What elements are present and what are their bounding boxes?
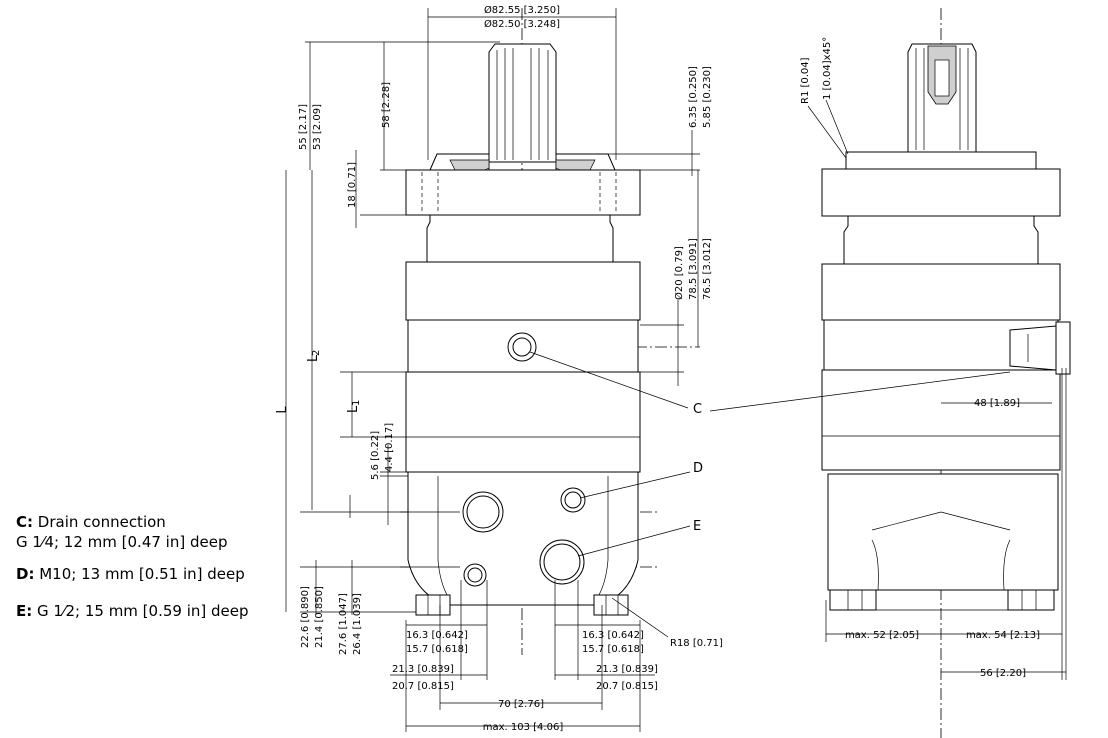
legend-e: E: G 1⁄2; 15 mm [0.59 in] deep [16,601,249,621]
dim-20-7-left: 20.7 [0.815] [392,681,454,692]
dim-21-3-right: 21.3 [0.839] [596,664,658,675]
dim-4-4: 4.4 [0.17] [384,423,395,472]
dim-dia-20: Ø20 [0.79] [673,246,685,300]
dim-15-7-left: 15.7 [0.618] [406,644,468,655]
legend-e-text: G 1⁄2; 15 mm [0.59 in] deep [37,602,249,620]
dim-26-4: 26.4 [1.039] [352,593,363,655]
label-E-callout: E [693,519,701,534]
dim-18: 18 [0.71] [347,162,358,208]
dim-16-3-right: 16.3 [0.642] [582,630,644,641]
dim-dia-top-1: Ø82.55 [3.250] [484,4,560,16]
splined-shaft [488,43,557,163]
dim-6-35: 6.35 [0.250] [688,66,699,128]
label-L2: L [306,354,321,362]
side-view: R1 [0.04] 1 [0.04]x45° 48 [1.89] max. 52… [709,8,1071,738]
label-L2-sub: 2 [311,350,322,356]
legend-c-line1: Drain connection [37,513,166,531]
legend-d: D: M10; 13 mm [0.51 in] deep [16,564,245,584]
dim-max-103: max. 103 [4.06] [483,722,564,733]
label-L: L [275,406,290,414]
dim-56: 56 [2.20] [980,668,1026,679]
legend-d-key: D: [16,565,35,583]
dim-53: 53 [2.09] [312,104,323,150]
dim-78-5: 78.5 [3.091] [688,238,699,300]
dim-20-7-right: 20.7 [0.815] [596,681,658,692]
dim-5-85: 5.85 [0.230] [702,66,713,128]
dim-r18: R18 [0.71] [670,638,723,649]
dim-76-5: 76.5 [3.012] [702,238,713,300]
dim-55: 55 [2.17] [298,104,309,150]
dim-21-4: 21.4 [0.850] [314,586,325,648]
dim-chamfer: 1 [0.04]x45° [822,37,833,100]
dim-16-3-left: 16.3 [0.642] [406,630,468,641]
dim-21-3-left: 21.3 [0.839] [392,664,454,675]
legend-e-key: E: [16,602,33,620]
label-L1: L [346,405,361,413]
label-L1-sub: 1 [351,400,362,406]
front-view: Ø82.55 [3.250] Ø82.50 [3.248] 55 [2.17] … [275,4,723,733]
label-D-callout: D [693,461,703,476]
dim-27-6: 27.6 [1.047] [338,593,349,655]
legend-c: C: Drain connection G 1⁄4; 12 mm [0.47 i… [16,512,227,552]
legend-d-text: M10; 13 mm [0.51 in] deep [39,565,245,583]
dim-5-6: 5.6 [0.22] [370,431,381,480]
dim-48: 48 [1.89] [974,398,1020,409]
dim-22-6: 22.6 [0.890] [300,586,311,648]
dim-58: 58 [2.28] [381,82,392,128]
legend-c-line2: G 1⁄4; 12 mm [0.47 in] deep [16,533,228,551]
dim-70: 70 [2.76] [498,699,544,710]
dim-dia-top-2: Ø82.50 [3.248] [484,18,560,30]
legend-c-key: C: [16,513,34,531]
dim-max-54: max. 54 [2.13] [966,630,1040,641]
dim-max-52: max. 52 [2.05] [845,630,919,641]
dim-15-7-right: 15.7 [0.618] [582,644,644,655]
label-C-callout: C [693,402,702,417]
dim-r1: R1 [0.04] [800,57,811,104]
